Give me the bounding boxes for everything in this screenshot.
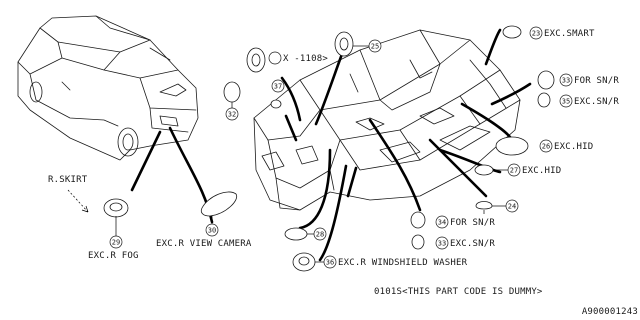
plug-part-24 bbox=[475, 201, 493, 210]
body-shell-illustration bbox=[253, 29, 521, 211]
callout-35-top-number: 35 bbox=[562, 98, 570, 106]
leader-line bbox=[280, 76, 302, 122]
callout-33-top-number: 33 bbox=[562, 77, 570, 85]
callout-25-number: 25 bbox=[371, 43, 379, 51]
callout-34 bbox=[435, 215, 449, 229]
leader-line bbox=[318, 164, 348, 262]
callout-33-bottom bbox=[435, 236, 449, 250]
callout-36-number: 36 bbox=[326, 259, 334, 267]
plug-part-27 bbox=[474, 164, 494, 176]
grommet-part-36-inner bbox=[298, 256, 310, 266]
label-excr-windshield-washer: EXC.R WINDSHIELD WASHER bbox=[338, 258, 468, 268]
leader-line bbox=[490, 82, 532, 106]
callout-30 bbox=[205, 223, 219, 237]
label-rskirt: R.SKIRT bbox=[48, 175, 88, 185]
label-for-snr-top: FOR SN/R bbox=[574, 76, 619, 86]
callout-28-number: 28 bbox=[316, 231, 324, 239]
label-excr-fog: EXC.R FOG bbox=[88, 251, 139, 261]
label-exc-hid-2: EXC.HID bbox=[522, 166, 561, 176]
callout-33-bottom-number: 33 bbox=[438, 240, 446, 248]
diagram-code: A900001243 bbox=[582, 307, 638, 317]
callout-33-top bbox=[559, 73, 573, 87]
grommet-part-33-top bbox=[537, 70, 555, 90]
plug-part-23 bbox=[502, 25, 522, 39]
leader-line bbox=[314, 52, 344, 126]
camera-plug-part-30 bbox=[200, 191, 238, 217]
callout-34-number: 34 bbox=[438, 219, 446, 227]
label-excr-view-camera: EXC.R VIEW CAMERA bbox=[156, 239, 252, 249]
leader-line bbox=[346, 166, 358, 198]
label-for-snr-bottom: FOR SN/R bbox=[450, 218, 495, 228]
callout-37 bbox=[271, 79, 285, 93]
arrow-head bbox=[81, 205, 89, 213]
leader-line bbox=[428, 138, 488, 198]
leader-line bbox=[368, 118, 422, 212]
leader-line bbox=[438, 148, 502, 174]
callout-30-number: 30 bbox=[208, 227, 216, 235]
callout-26 bbox=[539, 139, 553, 153]
label-exc-hid-1: EXC.HID bbox=[554, 142, 593, 152]
callout-26-number: 26 bbox=[542, 143, 550, 151]
plug-part-26 bbox=[495, 136, 529, 156]
grommet-part-35-top bbox=[537, 92, 551, 108]
grommet-part-33-bottom bbox=[411, 234, 425, 250]
callout-32-number: 32 bbox=[228, 111, 236, 119]
label-exc-snr-top: EXC.SN/R bbox=[574, 97, 619, 107]
label-x1108: X -1108> bbox=[283, 54, 328, 64]
dashed-leader bbox=[67, 189, 89, 213]
plug-part-32 bbox=[223, 81, 241, 103]
callout-37-number: 37 bbox=[274, 83, 282, 91]
callout-23-number: 23 bbox=[532, 30, 540, 38]
callout-24-number: 24 bbox=[508, 203, 516, 211]
sedan-rear-illustration bbox=[17, 15, 199, 161]
plug-part-37 bbox=[270, 99, 282, 109]
leader-line bbox=[484, 28, 502, 66]
callout-32 bbox=[225, 107, 239, 121]
callout-29-number: 29 bbox=[112, 239, 120, 247]
callout-27-number: 27 bbox=[510, 167, 518, 175]
callout-x1108 bbox=[268, 51, 282, 65]
label-exc-snr-bottom: EXC.SN/R bbox=[450, 239, 495, 249]
plug-part-28 bbox=[284, 227, 308, 241]
leader-line bbox=[298, 148, 332, 230]
dummy-part-note: 0101S<THIS PART CODE IS DUMMY> bbox=[374, 287, 543, 297]
label-exc-smart: EXC.SMART bbox=[544, 29, 595, 39]
callout-23 bbox=[529, 26, 543, 40]
plug-part-29-inner bbox=[109, 202, 123, 212]
grommet-part-x1108-inner bbox=[251, 53, 261, 67]
leader-line bbox=[284, 114, 298, 142]
leader-line bbox=[130, 130, 162, 192]
grommet-part-34 bbox=[410, 211, 426, 229]
grommet-part-25-inner bbox=[339, 37, 349, 51]
callout-29 bbox=[109, 235, 123, 249]
callout-35-top bbox=[559, 94, 573, 108]
